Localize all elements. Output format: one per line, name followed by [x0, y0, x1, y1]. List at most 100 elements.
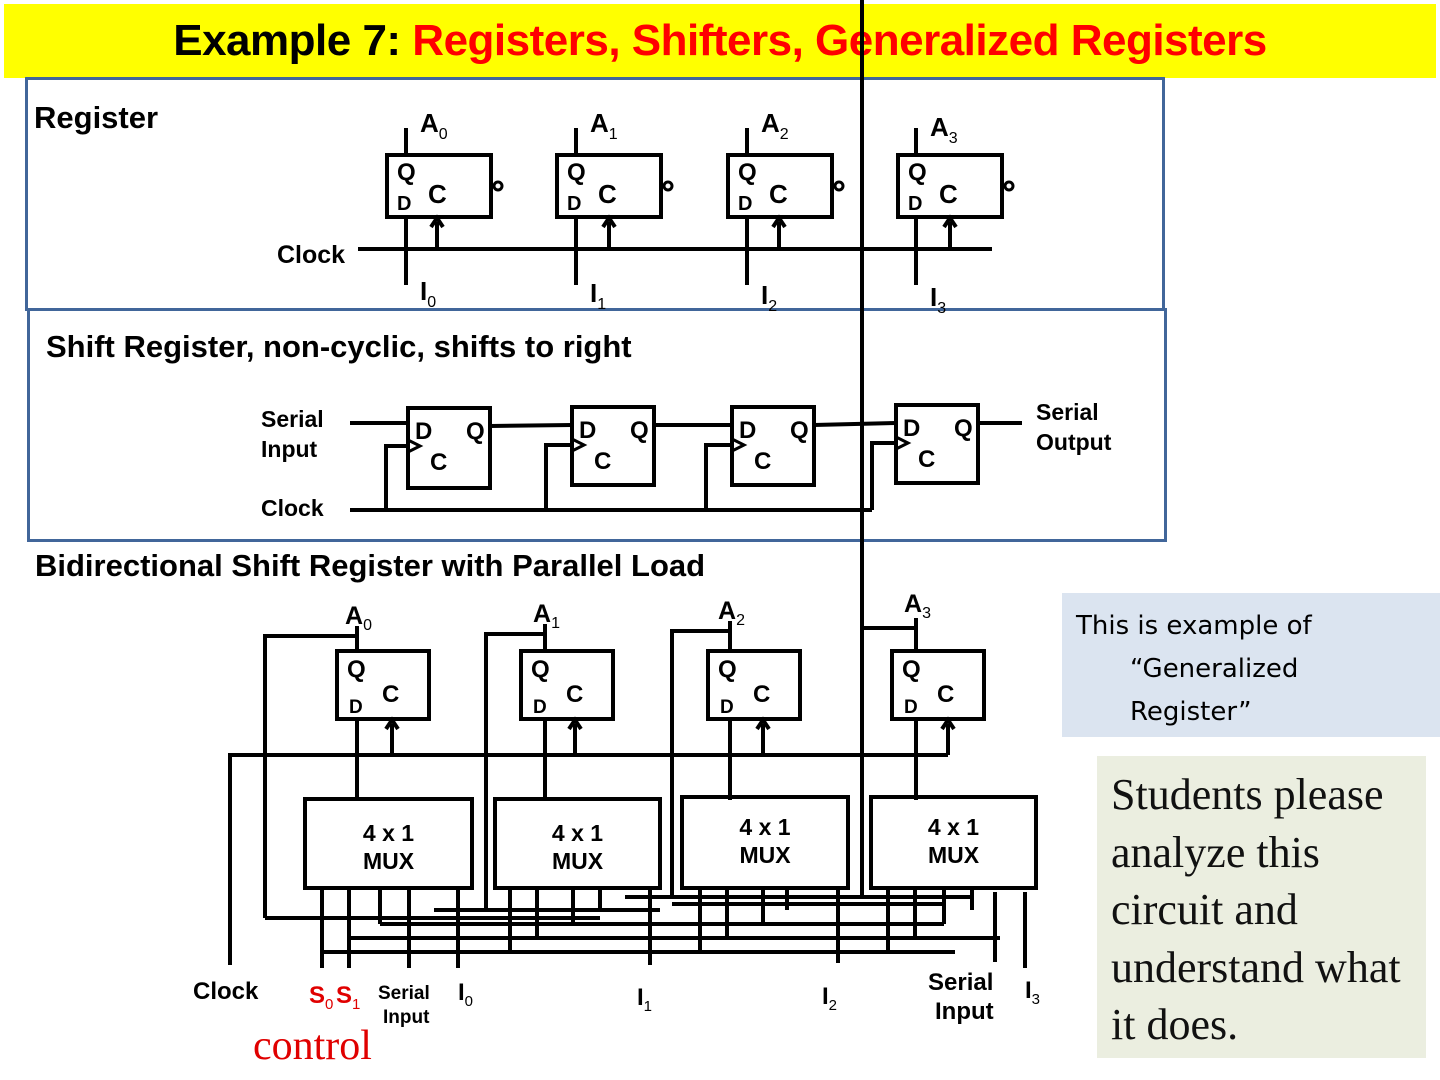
inversion-bubble-icon [1003, 180, 1015, 192]
c-label: C [428, 179, 447, 209]
shift-register-frame [27, 308, 1167, 542]
q-label: Q [531, 656, 550, 683]
note-line-1: This is example of [1076, 611, 1312, 641]
inversion-bubble-icon [492, 180, 504, 192]
mux-label-line2: MUX [739, 842, 791, 868]
q-label: Q [954, 415, 973, 442]
flip-flop-box [385, 153, 493, 219]
mux-label-line1: 4 x 1 [928, 814, 979, 840]
clock-bus [228, 753, 948, 965]
i2-label: I2 [822, 983, 837, 1014]
d-label: D [739, 417, 756, 444]
serial-output-label-2: Output [1036, 429, 1112, 455]
c-label: C [769, 179, 788, 209]
flip-flop-box [706, 649, 802, 721]
slide-title-bar: Example 7: Registers, Shifters, Generali… [4, 4, 1436, 78]
register-diagram [358, 128, 1015, 285]
c-label: C [382, 681, 399, 708]
d-label: D [397, 193, 411, 215]
clock-label: Clock [193, 978, 259, 1005]
d-label: D [904, 697, 918, 718]
shift-register-title: Shift Register, non-cyclic, shifts to ri… [46, 329, 632, 364]
title-prefix: Example 7: [173, 16, 413, 65]
input-label-i1: I1 [590, 278, 606, 313]
clock-arrow-icon [384, 716, 400, 731]
output-label-a0: A0 [345, 602, 372, 634]
d-label: D [738, 193, 752, 215]
flip-flop-box [890, 649, 986, 721]
i0-label: I0 [458, 979, 473, 1010]
c-label: C [430, 449, 447, 476]
output-label-a1: A1 [590, 108, 618, 143]
mux-label-line2: MUX [552, 848, 604, 874]
c-label: C [937, 681, 954, 708]
d-label: D [349, 697, 363, 718]
shift-wire [489, 423, 573, 428]
q-label: Q [466, 418, 485, 445]
flip-flop-box [335, 649, 431, 721]
clock-triangle-icon [731, 437, 748, 453]
serial-input-right-label-2: Input [935, 998, 994, 1025]
mux-label-line1: 4 x 1 [552, 820, 603, 846]
flip-flop-box [519, 649, 615, 721]
shift-clock-label: Clock [261, 495, 324, 521]
clock-arrow-icon [755, 716, 771, 731]
d-label: D [533, 697, 547, 718]
output-label-a2: A2 [718, 597, 745, 629]
q-label: Q [397, 159, 416, 186]
output-label-a3: A3 [904, 590, 931, 622]
inversion-bubble-icon [662, 180, 674, 192]
serial-input-left-label-2: Input [383, 1007, 430, 1028]
d-label: D [567, 193, 581, 215]
serial-input-right-label-1: Serial [928, 969, 993, 996]
clock-arrow-icon [942, 214, 958, 229]
feedback-wire [484, 632, 545, 910]
clock-wire [544, 443, 572, 510]
c-label: C [918, 446, 935, 473]
c-label: C [566, 681, 583, 708]
input-label-i3: I3 [930, 282, 946, 317]
d-label: D [415, 418, 432, 445]
bidirectional-diagram [228, 0, 1038, 968]
register-clock-label: Clock [277, 241, 345, 269]
shift-wire [813, 421, 897, 427]
d-label: D [908, 193, 922, 215]
clock-arrow-icon [601, 214, 617, 229]
mux-label-line2: MUX [928, 842, 980, 868]
q-label: Q [630, 417, 649, 444]
c-label: C [939, 179, 958, 209]
generalized-register-note: This is example of “Generalized Register… [1062, 593, 1440, 737]
output-label-a0: A0 [420, 108, 448, 143]
q-label: Q [567, 159, 586, 186]
c-label: C [753, 681, 770, 708]
d-label: D [720, 697, 734, 718]
title-main: Registers, Shifters, Generalized Registe… [412, 16, 1267, 65]
c-label: C [754, 448, 771, 475]
clock-arrow-icon [567, 716, 583, 731]
clock-triangle-icon [571, 437, 588, 453]
clock-triangle-icon [407, 438, 424, 454]
serial-input-left-label-1: Serial [378, 983, 430, 1004]
output-label-a3: A3 [930, 112, 958, 147]
mux-label-line1: 4 x 1 [363, 820, 414, 846]
students-note: Students please analyze this circuit and… [1097, 756, 1426, 1058]
d-label: D [903, 415, 920, 442]
s1-label: S1 [336, 982, 360, 1013]
q-label: Q [718, 656, 737, 683]
clock-wire [384, 444, 408, 510]
clock-arrow-icon [771, 214, 787, 229]
serial-output-label-1: Serial [1036, 399, 1099, 425]
mux-label-line2: MUX [363, 848, 415, 874]
i1-label: I1 [637, 984, 652, 1015]
serial-input-label-1: Serial [261, 406, 324, 432]
clock-arrow-icon [429, 214, 445, 229]
output-label-a2: A2 [761, 108, 789, 143]
shift-register-diagram [350, 403, 1022, 512]
control-label: control [253, 1023, 372, 1069]
input-label-i0: I0 [420, 276, 436, 311]
mux-box [493, 797, 662, 890]
feedback-wire [860, 0, 916, 630]
q-label: Q [908, 159, 927, 186]
q-label: Q [738, 159, 757, 186]
diagram-labels: ClockQCDA0I0QCDA1I1QCDA2I2QCDA3I3SerialI… [193, 108, 1112, 1028]
